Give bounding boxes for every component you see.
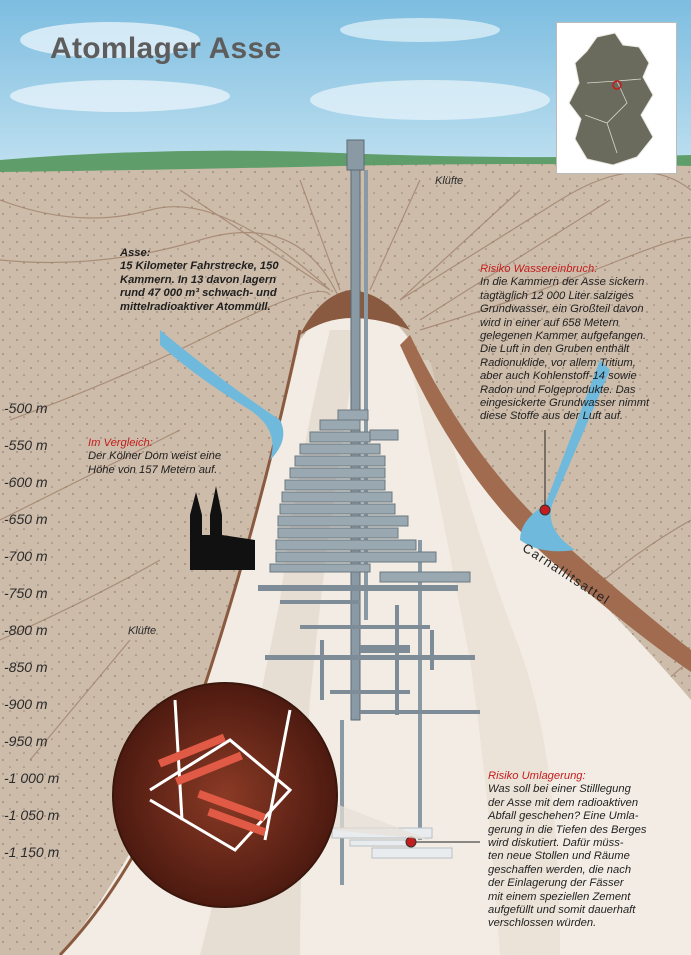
marker-umlagerung — [405, 836, 417, 848]
magnified-waste-rows — [157, 733, 267, 837]
chamber-stack — [269, 409, 471, 583]
wasser-line: Die Luft in den Gruben enthält — [480, 343, 630, 356]
wasser-heading: Risiko Wassereinbruch: — [480, 263, 598, 275]
shaft-head — [346, 139, 365, 171]
wasser-line: wird in einer auf 658 Metern — [480, 316, 619, 329]
umlagerung-line: Was soll bei einer Stilllegung — [488, 783, 631, 796]
umlagerung-textblock: Risiko Umlagerung: Was soll bei einer St… — [488, 770, 647, 931]
depth-label: -800 m — [4, 622, 48, 638]
magnifier-circle — [112, 682, 338, 908]
wasser-line: tagtäglich 12 000 Liter salziges — [480, 289, 634, 302]
depth-label: -1 150 m — [4, 844, 60, 860]
second-shaft — [364, 170, 368, 620]
umlagerung-line: der Einlagerung der Fässer — [488, 877, 624, 890]
depth-label: -900 m — [4, 696, 48, 712]
depth-label: -550 m — [4, 437, 48, 453]
carnallit-band — [400, 335, 691, 672]
umlagerung-line: gerung in die Tiefen des Berges — [488, 823, 647, 836]
germany-map-icon — [568, 32, 654, 166]
vergleich-textblock: Im Vergleich: Der Kölner Dom weist eine … — [88, 437, 221, 477]
tunnels — [258, 585, 480, 715]
wasser-textblock: Risiko Wassereinbruch: In die Kammern de… — [480, 263, 649, 424]
vergleich-heading: Im Vergleich: — [88, 437, 153, 449]
asse-line: mittelradioaktiver Atommüll. — [120, 300, 271, 313]
salt-dome-shade — [410, 360, 560, 955]
depth-label: -650 m — [4, 511, 48, 527]
depth-label: -750 m — [4, 585, 48, 601]
asse-textblock: Asse: 15 Kilometer Fahrstrecke, 150 Kamm… — [120, 247, 279, 314]
marker-water — [539, 504, 551, 516]
umlagerung-line: mit einem speziellen Zement — [488, 890, 631, 903]
wasser-line: Radon und Folgeprodukte. Das — [480, 383, 636, 396]
depth-label: -700 m — [4, 548, 48, 564]
germany-map-inset — [556, 22, 677, 174]
cloud — [20, 22, 200, 58]
wasser-line: aber auch Kohlenstoff-14 sowie — [480, 370, 637, 383]
umlagerung-line: Abfall geschehen? Eine Umla- — [488, 810, 639, 823]
wasser-line: In die Kammern der Asse sickern — [480, 276, 645, 289]
wasser-line: gelegenen Kammer aufgefangen. — [480, 330, 647, 343]
asse-heading: Asse: — [120, 247, 151, 259]
asse-line: 15 Kilometer Fahrstrecke, 150 — [120, 260, 279, 273]
depth-label: -500 m — [4, 400, 48, 416]
umlagerung-line: wird diskutiert. Dafür müss- — [488, 837, 624, 850]
wasser-line: eingesickerte Grundwasser nimmt — [480, 397, 650, 410]
vergleich-line: Der Kölner Dom weist eine — [88, 450, 222, 463]
label-kluefte-left: Klüfte — [128, 625, 157, 637]
wasser-line: diese Stoffe aus der Luft auf. — [480, 410, 624, 423]
depth-label: -950 m — [4, 733, 48, 749]
asse-line: Kammern. In 13 davon lagern — [120, 273, 277, 286]
vergleich-line: Höhe von 157 Metern auf. — [88, 463, 218, 476]
cloud — [310, 80, 550, 120]
depth-label: -1 000 m — [4, 770, 60, 786]
depth-label: -1 050 m — [4, 807, 60, 823]
deep-shaft — [340, 720, 344, 885]
label-kluefte-top: Klüfte — [435, 175, 464, 187]
umlagerung-line: verschlossen würden. — [488, 917, 597, 930]
cologne-cathedral-icon — [190, 486, 255, 570]
third-shaft — [418, 540, 422, 840]
umlagerung-heading: Risiko Umlagerung: — [488, 770, 586, 782]
wasser-line: Radionuklide, vor allem Tritium, — [480, 356, 636, 369]
umlagerung-line: der Asse mit dem radioaktiven — [488, 796, 639, 809]
umlagerung-line: aufgefüllt und somit dauerhaft — [488, 904, 636, 917]
cloud — [340, 18, 500, 42]
umlagerung-line: geschaffen werden, die nach — [488, 863, 632, 876]
cloud — [10, 80, 230, 112]
groundwater-left — [160, 330, 284, 460]
depth-label: -850 m — [4, 659, 48, 675]
depth-label: -600 m — [4, 474, 48, 490]
page-title: Atomlager Asse — [50, 32, 282, 65]
wasser-line: Grundwasser, ein Großteil davon — [480, 303, 644, 316]
groundwater-right — [520, 360, 610, 552]
asse-location-marker — [612, 80, 622, 90]
umlagerung-line: ten neue Stollen und Räume — [488, 850, 630, 863]
asse-line: rund 47 000 m³ schwach- und — [120, 287, 277, 300]
grass — [0, 150, 691, 172]
